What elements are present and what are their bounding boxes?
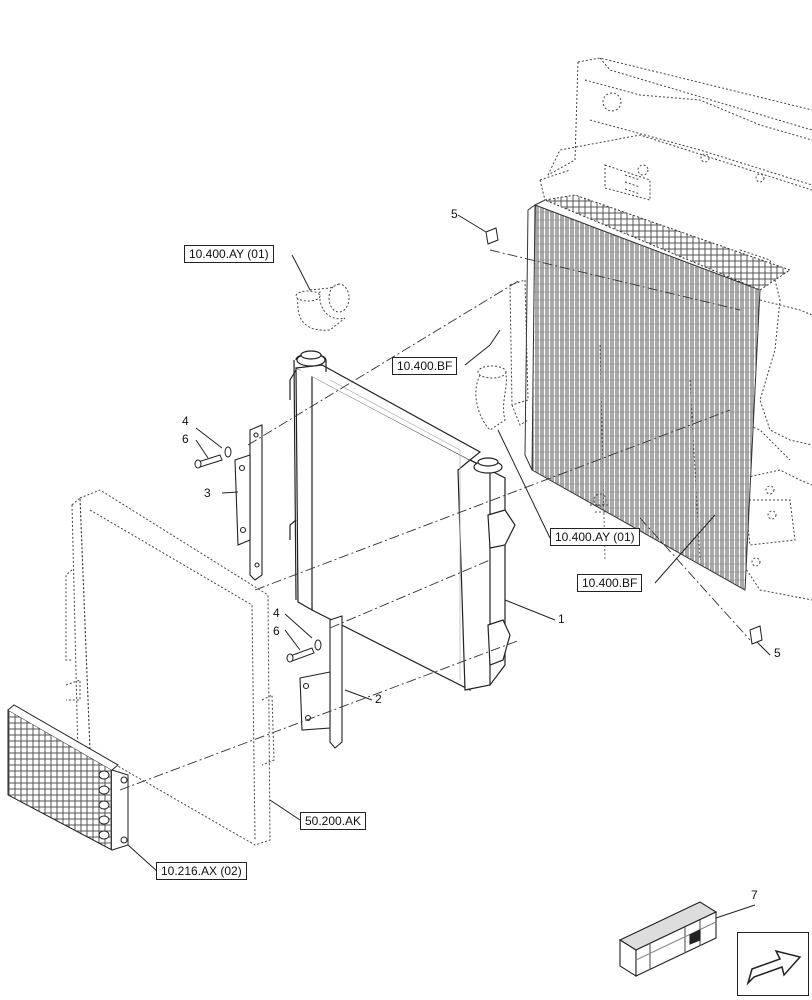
bracket-2 bbox=[299, 615, 343, 749]
side-bracket bbox=[509, 279, 529, 426]
kit-box-icon bbox=[618, 901, 718, 977]
ref-10-400-ay-01-mid[interactable]: 10.400.AY (01) bbox=[550, 528, 640, 546]
clip-5-upper bbox=[485, 227, 499, 245]
oil-cooler bbox=[7, 704, 129, 851]
next-page-button[interactable] bbox=[737, 932, 809, 996]
hose-elbow bbox=[295, 283, 350, 331]
ref-10-216-ax-02[interactable]: 10.216.AX (02) bbox=[156, 862, 247, 880]
ref-10-400-bf-bottom[interactable]: 10.400.BF bbox=[577, 574, 643, 592]
hose-10-400-bf bbox=[475, 365, 507, 431]
leader-lines bbox=[127, 214, 771, 921]
callout-2: 2 bbox=[375, 692, 382, 706]
ref-50-200-ak[interactable]: 50.200.AK bbox=[300, 812, 367, 830]
charge-air-cooler bbox=[289, 350, 516, 691]
callout-4-upper: 4 bbox=[182, 414, 189, 428]
bolt-6-lower bbox=[286, 639, 322, 663]
bolt-6-upper bbox=[194, 446, 232, 469]
ref-10-400-bf-top[interactable]: 10.400.BF bbox=[392, 357, 458, 375]
callout-5-top: 5 bbox=[451, 207, 458, 221]
callout-3: 3 bbox=[204, 486, 211, 500]
next-page-arrow-icon bbox=[746, 949, 802, 986]
condenser-frame bbox=[65, 489, 275, 846]
bracket-3 bbox=[234, 424, 263, 581]
ref-10-400-ay-01-top[interactable]: 10.400.AY (01) bbox=[184, 245, 274, 263]
pipe-fitting bbox=[590, 493, 608, 513]
callout-1: 1 bbox=[558, 612, 565, 626]
callout-5-bottom: 5 bbox=[774, 646, 781, 660]
callout-6-upper: 6 bbox=[182, 432, 189, 446]
callout-7: 7 bbox=[751, 888, 758, 902]
callout-6-lower: 6 bbox=[273, 624, 280, 638]
alignment-lines bbox=[119, 249, 751, 791]
clip-5-lower bbox=[749, 625, 763, 645]
callout-4-lower: 4 bbox=[273, 606, 280, 620]
